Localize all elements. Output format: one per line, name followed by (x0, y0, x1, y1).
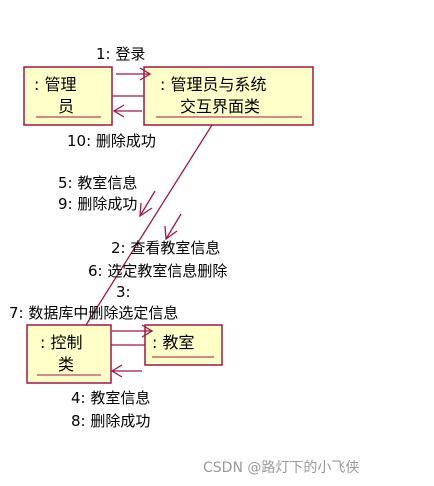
message-5: 5: 教室信息 (58, 174, 137, 192)
object-classroom-box (144, 324, 223, 366)
message-2: 2: 查看教室信息 (111, 239, 220, 257)
link-ui-control (85, 124, 213, 326)
arrow-msg-2-6-head (164, 225, 178, 241)
watermark: CSDN @路灯下的小飞侠 (203, 460, 359, 476)
message-4: 4: 教室信息 (71, 389, 150, 407)
object-classroom-name: : 教室 (152, 333, 194, 352)
message-10: 10: 删除成功 (67, 132, 156, 150)
message-8: 8: 删除成功 (71, 412, 150, 430)
object-ui[interactable]: : 管理员与系统 交互界面类 (143, 66, 314, 126)
link-admin-ui (112, 67, 152, 118)
object-control-name-1: : 控制 (40, 333, 82, 352)
message-6: 6: 选定教室信息删除 (88, 262, 227, 280)
object-admin-name-1: : 管理 (34, 75, 76, 94)
arrow-msg-5-9 (139, 190, 156, 217)
object-ui-box (143, 66, 314, 126)
link-control-classroom (110, 324, 154, 378)
arrow-msg-10-head (112, 104, 125, 118)
arrow-msg-4-8-head (110, 364, 123, 378)
object-control[interactable]: : 控制 类 (26, 324, 112, 384)
message-9: 9: 删除成功 (58, 195, 137, 213)
object-admin-name-2: 员 (58, 97, 74, 116)
object-control-box (26, 324, 112, 384)
message-7: 7: 数据库中删除选定信息 (9, 304, 178, 322)
object-admin[interactable]: : 管理 员 (23, 66, 113, 126)
object-admin-box (23, 66, 113, 126)
object-control-name-2: 类 (58, 355, 74, 374)
arrow-msg-2-6 (165, 213, 182, 240)
arrow-msg-5-9-head (139, 202, 153, 218)
object-classroom[interactable]: : 教室 (144, 324, 223, 366)
object-ui-name-1: : 管理员与系统 (160, 75, 266, 94)
arrow-msg-1-head (139, 67, 152, 81)
message-1: 1: 登录 (96, 45, 145, 63)
message-3: 3: (116, 283, 131, 301)
arrow-msg-3-7-head (141, 324, 154, 338)
object-ui-name-2: 交互界面类 (180, 97, 260, 116)
